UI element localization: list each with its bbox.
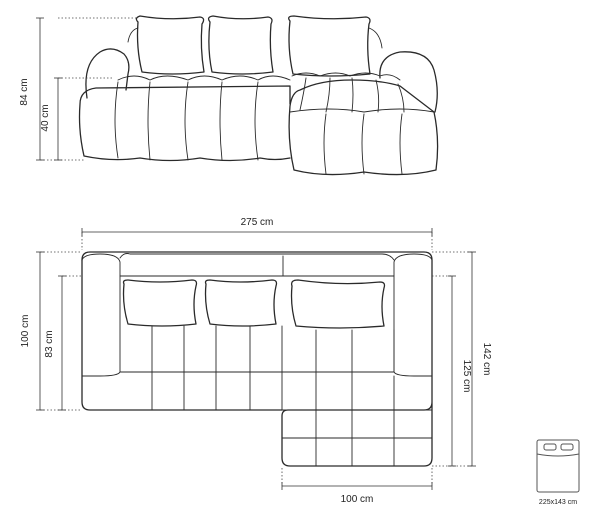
bed-size-label: 225x143 cm: [539, 499, 577, 506]
back-cushion-left: [135, 15, 205, 75]
chaise-width-label: 100 cm: [341, 494, 374, 505]
sofa-top-outline: [81, 251, 433, 467]
top-cushion-middle: [204, 279, 278, 327]
back-cushion-right: [288, 15, 371, 77]
seat-divisions: [114, 81, 259, 161]
backrest-top: [119, 253, 395, 277]
sofa-top-outline-left: [81, 259, 283, 411]
top-view: 275 cm 100 cm 83 cm 142 cm 125 cm 100 cm: [20, 217, 492, 505]
depth-label: 100 cm: [20, 315, 31, 348]
backrest-right: [368, 27, 383, 49]
seat-front: [78, 85, 291, 162]
right-armrest-top: [393, 253, 433, 377]
left-armrest: [85, 48, 130, 99]
bed-blanket-edge: [536, 453, 580, 457]
left-armrest-top: [81, 253, 121, 377]
chaise-grid-horizontal: [281, 409, 433, 439]
bed-icon: 225x143 cm: [536, 439, 580, 506]
chaise-front: [288, 79, 439, 176]
total-width-label: 275 cm: [241, 217, 274, 228]
chaise-front-seam: [289, 108, 435, 113]
chaise-top-scallops: [291, 72, 401, 81]
seat-depth-label: 83 cm: [44, 330, 55, 357]
backrest-left: [127, 27, 139, 43]
chaise-seat-length-label: 125 cm: [461, 360, 472, 393]
chaise-length-label: 142 cm: [481, 343, 492, 376]
front-view: 84 cm 40 cm: [19, 15, 439, 176]
back-cushion-middle: [207, 15, 274, 75]
seat-top-scallops: [117, 75, 291, 81]
seat-height-label: 40 cm: [40, 104, 51, 131]
bed-frame: [536, 439, 580, 493]
chaise-front-divisions: [323, 113, 403, 175]
top-cushion-left: [122, 279, 198, 327]
front-height-label: 84 cm: [19, 78, 30, 105]
chaise-top-divisions: [299, 77, 405, 113]
right-armrest: [379, 51, 438, 113]
bed-pillow-right: [560, 443, 574, 451]
seat-grid-vertical: [151, 325, 395, 467]
top-cushion-right: [290, 279, 386, 329]
bed-pillow-left: [543, 443, 557, 451]
